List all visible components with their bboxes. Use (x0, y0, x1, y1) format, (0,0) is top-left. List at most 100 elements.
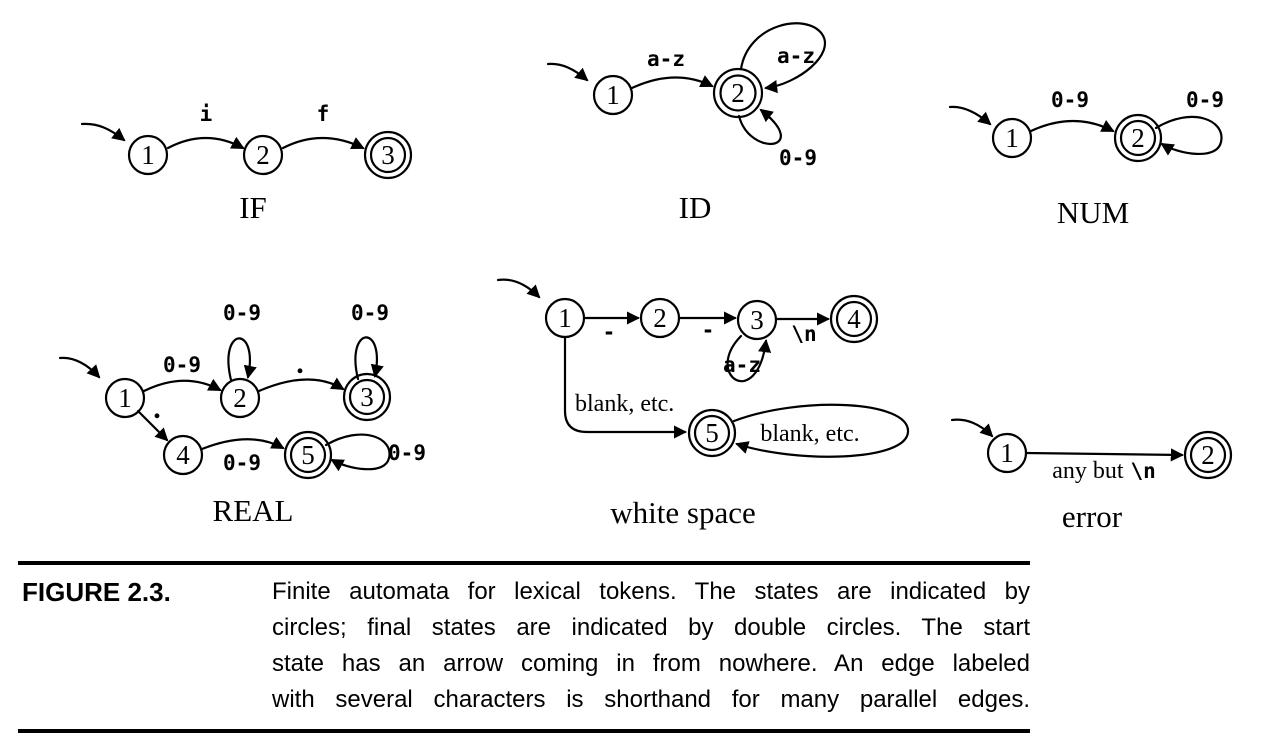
automaton-real: 1 0-9 2 0-9 . 3 0-9 . 4 0-9 5 0-9 REAL (58, 301, 426, 528)
state-1-label: 1 (558, 303, 572, 333)
automaton-title: NUM (1057, 195, 1129, 230)
state-3-final-outer (363, 130, 413, 180)
state-5-label: 5 (301, 440, 315, 470)
automaton-title: error (1062, 499, 1123, 534)
state-1 (991, 117, 1033, 159)
edge-3-4-label: \n (791, 322, 816, 346)
figure-label: FIGURE 2.3. (22, 577, 171, 607)
edge-1-5 (563, 335, 687, 439)
automaton-whitespace: 1 - 2 - 3 \n a-z 4 blank, etc. 5 blank, … (496, 278, 910, 530)
caption-line: Finite automata for lexical tokens. The … (272, 578, 1030, 605)
state-2-final-outer (1183, 430, 1233, 480)
state-2-final-outer (1113, 113, 1163, 163)
edge-1-2-label: - (603, 320, 616, 344)
caption-line: circles; final states are indicated by d… (272, 614, 1030, 641)
state-4-final-inner (835, 300, 873, 338)
edge-1-2-label: any but \n (1052, 458, 1156, 484)
state-2-label: 2 (256, 140, 270, 170)
edge-1-2-label: i (200, 102, 213, 126)
state-3-label: 3 (381, 140, 395, 170)
edge-2-3-label: f (317, 102, 330, 126)
start-arrow (950, 418, 994, 438)
start-arrow (80, 122, 126, 142)
edge-1-2 (166, 136, 245, 150)
state-5-final-inner (289, 436, 327, 474)
state-5-final-outer (283, 430, 333, 480)
state-3-label: 3 (750, 305, 764, 335)
edge-1-2-label: 0-9 (1051, 88, 1089, 112)
edge-1-5-label: blank, etc. (575, 391, 674, 417)
caption-line: state has an arrow coming in from nowher… (272, 650, 1030, 677)
edge-1-2-label-code: \n (1131, 459, 1156, 483)
edge-2-3-label: . (296, 347, 304, 380)
automaton-title: REAL (213, 493, 294, 528)
self-loop-state-3-label: 0-9 (351, 301, 389, 325)
self-loop-state-5 (732, 403, 910, 458)
start-arrow (496, 278, 541, 299)
state-2-label: 2 (731, 78, 745, 108)
automaton-if: 1 i 2 f 3 IF (80, 102, 413, 225)
edge-4-5-label: 0-9 (223, 451, 261, 475)
edge-1-2-label: a-z (647, 47, 685, 71)
automaton-title: IF (239, 190, 267, 225)
edge-2-3 (257, 377, 345, 393)
self-loop (1154, 115, 1223, 156)
state-1 (127, 134, 169, 176)
state-4-label: 4 (847, 304, 861, 334)
edge-1-2 (142, 378, 222, 393)
state-1-label: 1 (1005, 123, 1019, 153)
automaton-id: 1 a-z a-z 0-9 2 ID (546, 22, 826, 225)
self-loop-state-5-label: 0-9 (388, 441, 426, 465)
self-loop-label: 0-9 (1186, 88, 1224, 112)
figure-caption: Finite automata for lexical tokens. The … (272, 574, 1030, 718)
edge-1-2-label-text: any but (1052, 458, 1124, 484)
state-2-final-inner (1189, 436, 1227, 474)
self-loop-state-5-label: blank, etc. (760, 421, 859, 447)
state-2-label: 2 (1201, 440, 1215, 470)
edge-1-2 (1029, 119, 1115, 133)
caption-bottom-rule (18, 729, 1030, 733)
state-1 (592, 74, 634, 116)
state-3-label: 3 (360, 382, 374, 412)
automaton-title: white space (610, 495, 755, 530)
edge-2-3 (281, 136, 365, 150)
caption-line: with several characters is shorthand for… (272, 686, 1030, 713)
state-1-label: 1 (141, 140, 155, 170)
edge-1-2 (630, 75, 714, 90)
state-2-final-inner (719, 74, 757, 112)
state-5-final-inner (693, 414, 731, 452)
self-loop-state-3-label: a-z (723, 353, 761, 377)
edge-1-2 (1024, 448, 1184, 462)
start-arrow (546, 62, 589, 82)
state-2-label: 2 (1131, 123, 1145, 153)
edge-1-4-label: . (153, 392, 161, 425)
self-loop-state-5 (324, 433, 391, 472)
state-2-final-outer (712, 67, 764, 119)
self-loop-bottom-label: 0-9 (779, 146, 817, 170)
state-4-label: 4 (176, 440, 190, 470)
self-loop-top (739, 22, 826, 94)
state-3-final-inner (348, 378, 386, 416)
state-4 (162, 434, 204, 476)
state-2-label: 2 (653, 303, 667, 333)
state-2 (242, 134, 284, 176)
self-loop-state-3 (354, 336, 384, 381)
edge-1-2-label: 0-9 (163, 353, 201, 377)
automaton-error: 1 any but \n 2 error (950, 418, 1233, 534)
state-3-final-inner (369, 136, 407, 174)
state-4-final-outer (829, 294, 879, 344)
self-loop-top-label: a-z (777, 44, 815, 68)
state-5-final-outer (687, 408, 737, 458)
caption-top-rule (18, 561, 1030, 565)
state-2 (219, 377, 261, 419)
edge-2-3-label: - (702, 318, 715, 342)
state-1 (104, 377, 146, 419)
state-5-label: 5 (705, 418, 719, 448)
state-1-label: 1 (1000, 438, 1014, 468)
state-3-final-outer (342, 372, 392, 422)
self-loop-state-2-label: 0-9 (223, 301, 261, 325)
edge-1-4 (136, 409, 169, 442)
automaton-num: 1 0-9 0-9 2 NUM (948, 88, 1224, 230)
state-2-label: 2 (233, 383, 247, 413)
